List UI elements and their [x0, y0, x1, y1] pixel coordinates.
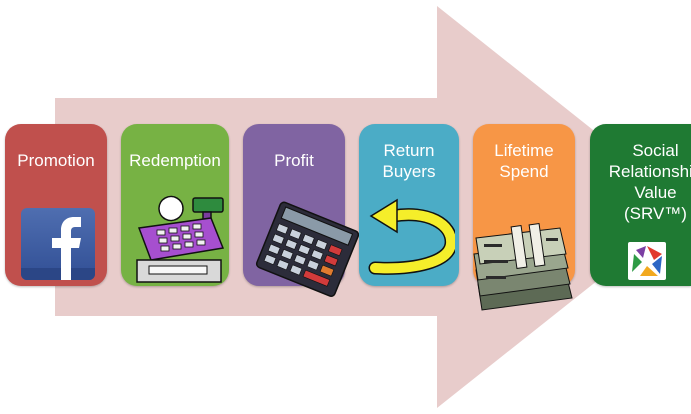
cash-register-icon	[131, 188, 229, 284]
stage-label-return-buyers: Return Buyers	[382, 141, 436, 181]
stage-label-promotion: Promotion	[17, 151, 95, 170]
stage-return-buyers: Return Buyers	[359, 124, 459, 286]
stage-label-redemption: Redemption	[129, 151, 221, 170]
stage-label-lifetime-spend: Lifetime Spend	[494, 141, 554, 181]
stage-redemption: Redemption	[121, 124, 229, 286]
return-arrow-icon	[367, 194, 458, 280]
facebook-icon	[21, 208, 95, 280]
calculator-icon	[252, 196, 362, 300]
money-stack-icon	[470, 214, 578, 312]
stage-promotion: Promotion	[5, 124, 107, 286]
stage-label-srv: Social Relationship Value (SRV™)	[608, 141, 691, 223]
stage-label-profit: Profit	[274, 151, 314, 170]
srv-logo-icon	[628, 242, 666, 280]
stage-srv: Social Relationship Value (SRV™)	[590, 124, 691, 286]
